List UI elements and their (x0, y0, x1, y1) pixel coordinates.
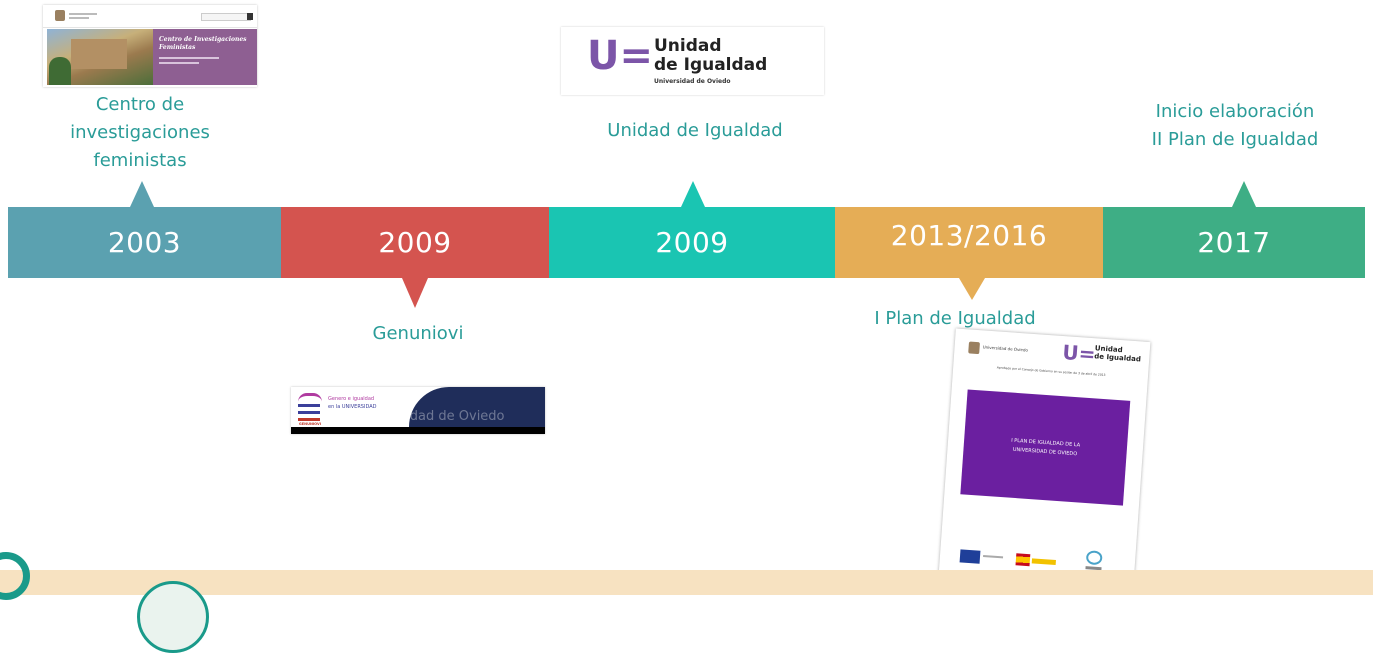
pointer-up-2003 (130, 181, 154, 207)
doc-purple-box: I PLAN DE IGUALDAD DE LA UNIVERSIDAD DE … (960, 389, 1131, 506)
doc-header-line2: de Igualdad (1094, 352, 1142, 364)
banner-faded-text: Universidad de Oviedo (357, 409, 505, 424)
university-crest-icon (55, 10, 65, 21)
label-unidad: Unidad de Igualdad (607, 120, 783, 141)
year-label: 2009 (378, 226, 452, 259)
u-equals-mark: U= (587, 33, 653, 79)
university-crest-icon (968, 341, 980, 355)
label-genuniovi: Genuniovi (372, 323, 464, 344)
pointer-down-2013 (959, 278, 985, 300)
site-photo (47, 29, 153, 85)
pointer-up-2017 (1232, 181, 1256, 207)
timeline-segment-2017: 2017 (1103, 207, 1365, 278)
site-search-button (247, 13, 253, 20)
timeline-segment-2003: 2003 (8, 207, 281, 278)
unidad-igualdad-logo: U= Unidad de Igualdad Universidad de Ovi… (561, 27, 824, 95)
logo-line1: Unidad (654, 36, 722, 56)
footer-circle-icon (137, 581, 209, 653)
year-label: 2017 (1197, 226, 1271, 259)
logo-line2: de Igualdad (654, 55, 768, 75)
label-centro: Centro de investigaciones feministas (70, 94, 210, 171)
text-line (159, 62, 199, 64)
site-header (43, 5, 257, 28)
pointer-down-2009 (402, 278, 428, 308)
timeline-segment-2013-2016: 2013/2016 (835, 207, 1103, 278)
genuniovi-banner: GENUNIOVI Genero e igualdad en la UNIVER… (291, 387, 545, 434)
banner-text-1: Genero e igualdad (328, 396, 375, 402)
building-shape (71, 39, 127, 69)
plan-document-cover: Universidad de Oviedo U= Unidad de Igual… (938, 328, 1151, 590)
spain-flag-icon (1015, 553, 1031, 567)
doc-approved-text: Aprobado por el Consejo de Gobierno en s… (996, 365, 1106, 378)
genuniovi-wave-icon (298, 393, 322, 423)
year-label: 2009 (655, 226, 729, 259)
centro-website-thumbnail: Centro de Investigaciones Feministas (43, 5, 257, 87)
partner-logo-bar (1031, 558, 1056, 566)
eu-flag-icon (959, 549, 981, 564)
logo-sub: Universidad de Oviedo (654, 78, 731, 85)
site-logo-text (69, 13, 97, 15)
partner-logo-text (983, 554, 1004, 559)
banner-bottom-bar (291, 427, 545, 434)
label-inicio: Inicio elaboración II Plan de Igualdad (1151, 101, 1319, 150)
year-label: 2003 (107, 226, 182, 259)
site-logo-text (69, 17, 89, 19)
banner-navy-shape (409, 387, 545, 427)
doc-u-equals-mark: U= (1061, 340, 1097, 367)
pointer-up-2009 (681, 181, 705, 207)
site-search-input (201, 13, 251, 21)
label-plan: I Plan de Igualdad (874, 308, 1036, 329)
text-line (159, 57, 219, 59)
timeline-segment-2009-unidad: 2009 (549, 207, 835, 278)
doc-header-left: Universidad de Oviedo (982, 344, 1029, 353)
year-label: 2013/2016 (890, 219, 1048, 252)
site-title-panel: Centro de Investigaciones Feministas (153, 29, 257, 85)
banner-text-2: en la UNIVERSIDAD (328, 404, 377, 410)
tree-shape (49, 57, 71, 85)
genuniovi-badge: GENUNIOVI (298, 422, 322, 426)
timeline-segment-2009-genuniovi: 2009 (281, 207, 549, 278)
footer-strip (0, 570, 1373, 595)
